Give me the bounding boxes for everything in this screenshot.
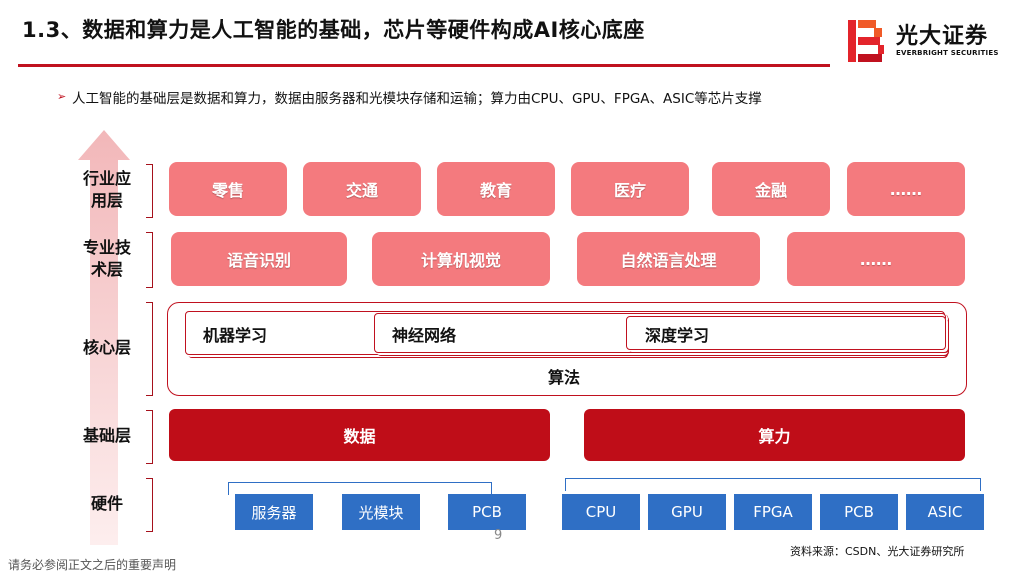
tech-item-computer-vision: 计算机视觉	[372, 232, 550, 286]
hw-item-server: 服务器	[235, 494, 313, 530]
core-label-algorithm: 算法	[548, 368, 581, 387]
label-application-layer: 行业应用层	[82, 169, 131, 210]
bullet-text: 人工智能的基础层是数据和算力，数据由服务器和光模块存储和运输；算力由CPU、GP…	[72, 91, 762, 107]
core-label-machine-learning: 机器学习	[203, 326, 268, 345]
foundation-data-box: 数据	[169, 409, 550, 461]
label-technology-layer: 专业技术层	[82, 238, 131, 279]
hw-item-fpga: FPGA	[734, 494, 812, 530]
bracket-core	[146, 302, 153, 396]
up-arrow-icon	[78, 130, 130, 545]
foundation-compute-box: 算力	[584, 409, 965, 461]
app-item-medical: 医疗	[571, 162, 689, 216]
bracket-application	[146, 164, 153, 218]
hw-item-cpu: CPU	[562, 494, 640, 530]
label-core-layer: 核心层	[82, 338, 131, 357]
hw-item-gpu: GPU	[648, 494, 726, 530]
bullet-arrow-icon: ➢	[57, 90, 67, 103]
logo-name: 光大证券	[896, 24, 989, 49]
bracket-foundation	[146, 410, 153, 464]
core-label-deep-learning: 深度学习	[645, 326, 710, 345]
app-item-finance: 金融	[712, 162, 830, 216]
label-hardware-layer: 硬件	[90, 494, 123, 513]
hardware-data-bracket	[228, 482, 492, 495]
bracket-hardware	[146, 478, 153, 532]
hw-item-pcb: PCB	[448, 494, 526, 530]
app-item-more: ……	[847, 162, 965, 216]
hw-item-asic: ASIC	[906, 494, 984, 530]
core-label-neural-network: 神经网络	[392, 326, 457, 345]
app-item-retail: 零售	[169, 162, 287, 216]
core-layer-container	[167, 302, 967, 396]
tech-item-speech-recognition: 语音识别	[171, 232, 347, 286]
hardware-compute-bracket	[565, 478, 981, 491]
everbright-logo-icon	[848, 20, 884, 62]
bracket-technology	[146, 232, 153, 288]
core-box-deep-learning	[626, 316, 946, 350]
app-item-transport: 交通	[303, 162, 421, 216]
logo-subtitle: EVERBRIGHT SECURITIES	[896, 49, 999, 57]
app-item-education: 教育	[437, 162, 555, 216]
label-foundation-layer: 基础层	[82, 426, 131, 445]
page-number: 9	[494, 528, 503, 543]
page-title: 1.3、数据和算力是人工智能的基础，芯片等硬件构成AI核心底座	[22, 18, 645, 42]
tech-item-nlp: 自然语言处理	[577, 232, 760, 286]
source-text: 资料来源：CSDN、光大证券研究所	[790, 545, 965, 558]
disclaimer-text: 请务必参阅正文之后的重要声明	[8, 558, 177, 572]
tech-item-more: ……	[787, 232, 965, 286]
hw-item-optical-module: 光模块	[342, 494, 420, 530]
title-divider	[18, 64, 830, 67]
hw-item-pcb-compute: PCB	[820, 494, 898, 530]
